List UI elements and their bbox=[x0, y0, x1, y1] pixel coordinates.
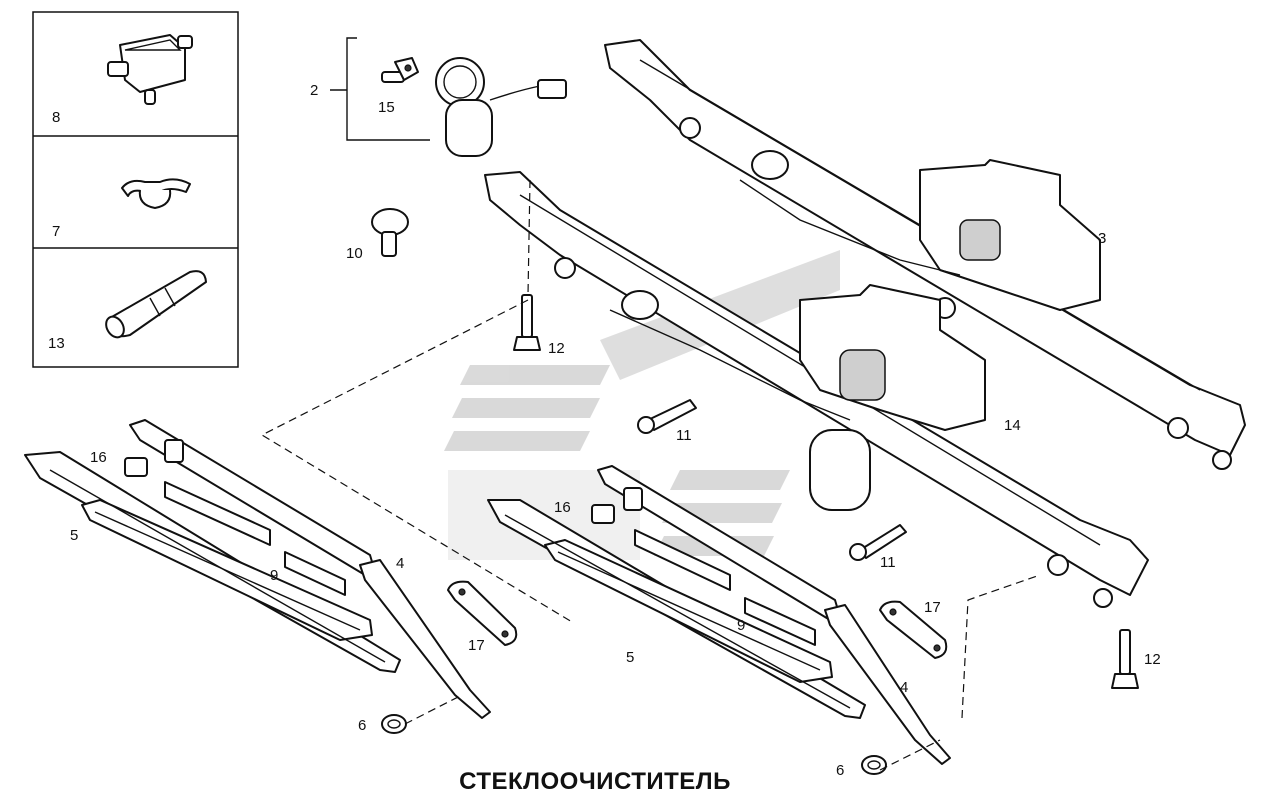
callout-9-right: 9 bbox=[737, 617, 745, 634]
callout-9-left: 9 bbox=[270, 567, 278, 584]
nozzle-part-13 bbox=[105, 270, 207, 339]
callout-12-right: 12 bbox=[1144, 651, 1161, 668]
callout-10: 10 bbox=[346, 245, 363, 262]
valve-part-8 bbox=[107, 34, 193, 105]
linkage-upper-3 bbox=[604, 39, 1246, 470]
bolt-part-12-right bbox=[1111, 629, 1139, 689]
wiper-left bbox=[24, 419, 491, 719]
callout-17-left: 17 bbox=[468, 637, 485, 654]
callout-4-left: 4 bbox=[396, 555, 404, 572]
callout-3: 3 bbox=[1098, 230, 1106, 247]
callout-11-left: 11 bbox=[676, 427, 692, 444]
callout-12-left: 12 bbox=[548, 340, 565, 357]
plug-part-10 bbox=[371, 208, 409, 257]
callout-2: 2 bbox=[310, 82, 318, 99]
callout-7: 7 bbox=[52, 223, 60, 240]
callout-5-right: 5 bbox=[626, 649, 634, 666]
callout-4-right: 4 bbox=[900, 679, 908, 696]
callout-labels: 8 7 13 2 15 10 3 12 11 14 16 5 9 4 17 6 … bbox=[48, 82, 1161, 779]
callout-16-left: 16 bbox=[90, 449, 107, 466]
callout-17-right: 17 bbox=[924, 599, 941, 616]
bolt-part-15 bbox=[381, 57, 419, 83]
inset-box bbox=[32, 11, 239, 368]
callout-8: 8 bbox=[52, 109, 60, 126]
nut-part-6-left bbox=[381, 714, 407, 734]
bolt-part-11-left bbox=[637, 399, 697, 434]
assembly-dashed-lines bbox=[260, 179, 1041, 771]
callout-6-left: 6 bbox=[358, 717, 366, 734]
callout-14: 14 bbox=[1004, 417, 1021, 434]
callout-11-right: 11 bbox=[880, 554, 896, 571]
group-bracket-2 bbox=[330, 37, 430, 141]
wiper-right bbox=[487, 465, 951, 765]
callout-5-left: 5 bbox=[70, 527, 78, 544]
clip-part-7 bbox=[121, 178, 191, 209]
callout-13: 13 bbox=[48, 335, 65, 352]
callout-16-right: 16 bbox=[554, 499, 571, 516]
bolt-part-12-left bbox=[513, 294, 541, 351]
plate-part-17-left bbox=[447, 580, 518, 646]
linkage-lower-14 bbox=[484, 171, 1149, 608]
callout-6-right: 6 bbox=[836, 762, 844, 779]
bolt-part-11-right bbox=[849, 524, 907, 561]
callout-15: 15 bbox=[378, 99, 395, 116]
plate-part-17-right bbox=[879, 600, 948, 659]
diagram-title: СТЕКЛООЧИСТИТЕЛЬ bbox=[459, 768, 731, 795]
motor-small bbox=[435, 57, 567, 157]
